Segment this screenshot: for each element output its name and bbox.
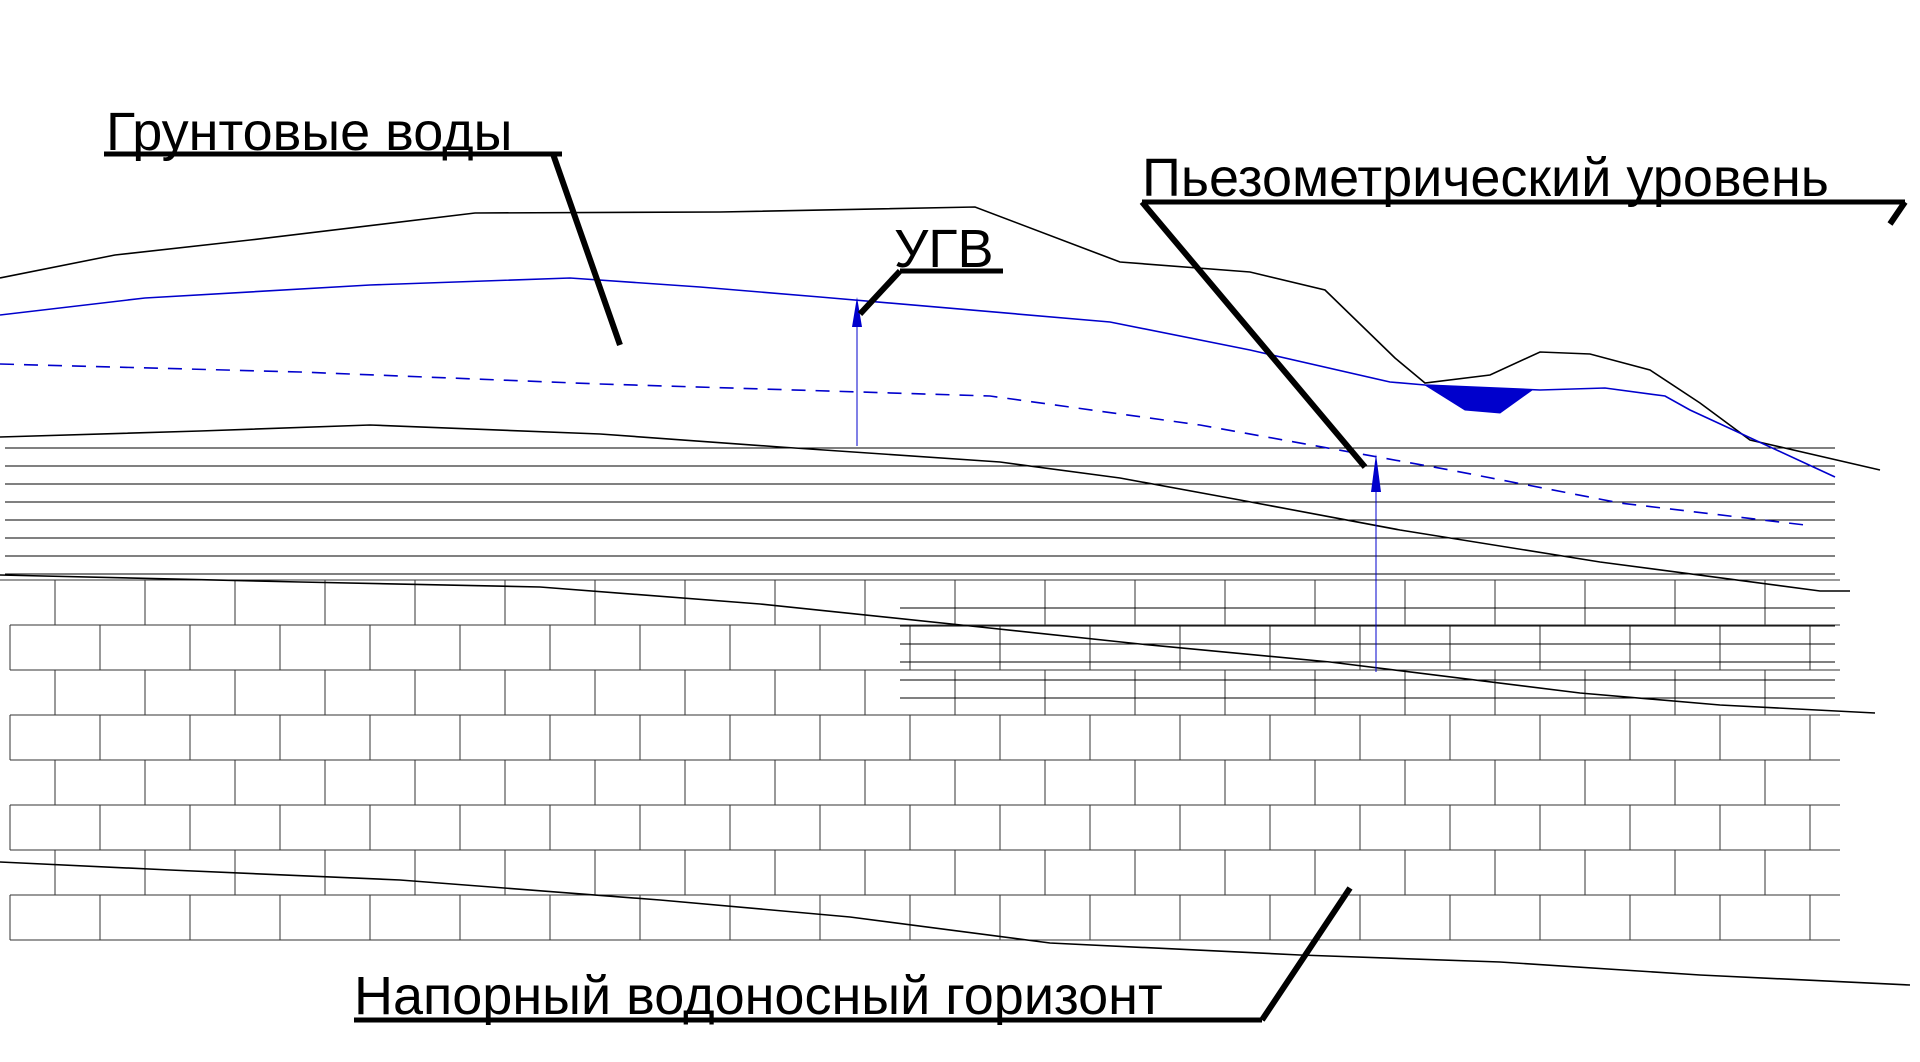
- leader-piezometric-end: [1887, 200, 1908, 226]
- clay-top-line: [0, 424, 1850, 592]
- water-table-line: [0, 277, 1836, 478]
- aquifer-top-line: [0, 574, 1876, 714]
- aquifer-bottom-line: [0, 861, 1911, 986]
- label-confined-aquifer: Напорный водоносный горизонт: [354, 966, 1163, 1026]
- clay-layer-hatch: [5, 447, 1835, 699]
- water-body: [1423, 384, 1534, 414]
- limestone-hatch: [0, 579, 1840, 941]
- water-table-arrowhead: [852, 297, 862, 327]
- leader-water-table: [857, 268, 903, 317]
- label-piezometric-level: Пьезометрический уровень: [1142, 148, 1829, 208]
- leader-confined-aquifer: [1259, 886, 1353, 1022]
- piezometric-level-line: [0, 363, 1806, 526]
- piezometric-arrowhead: [1371, 454, 1381, 492]
- leader-groundwater: [550, 153, 623, 346]
- ground-surface-line: [0, 206, 1881, 471]
- leader-piezometric: [1139, 200, 1368, 469]
